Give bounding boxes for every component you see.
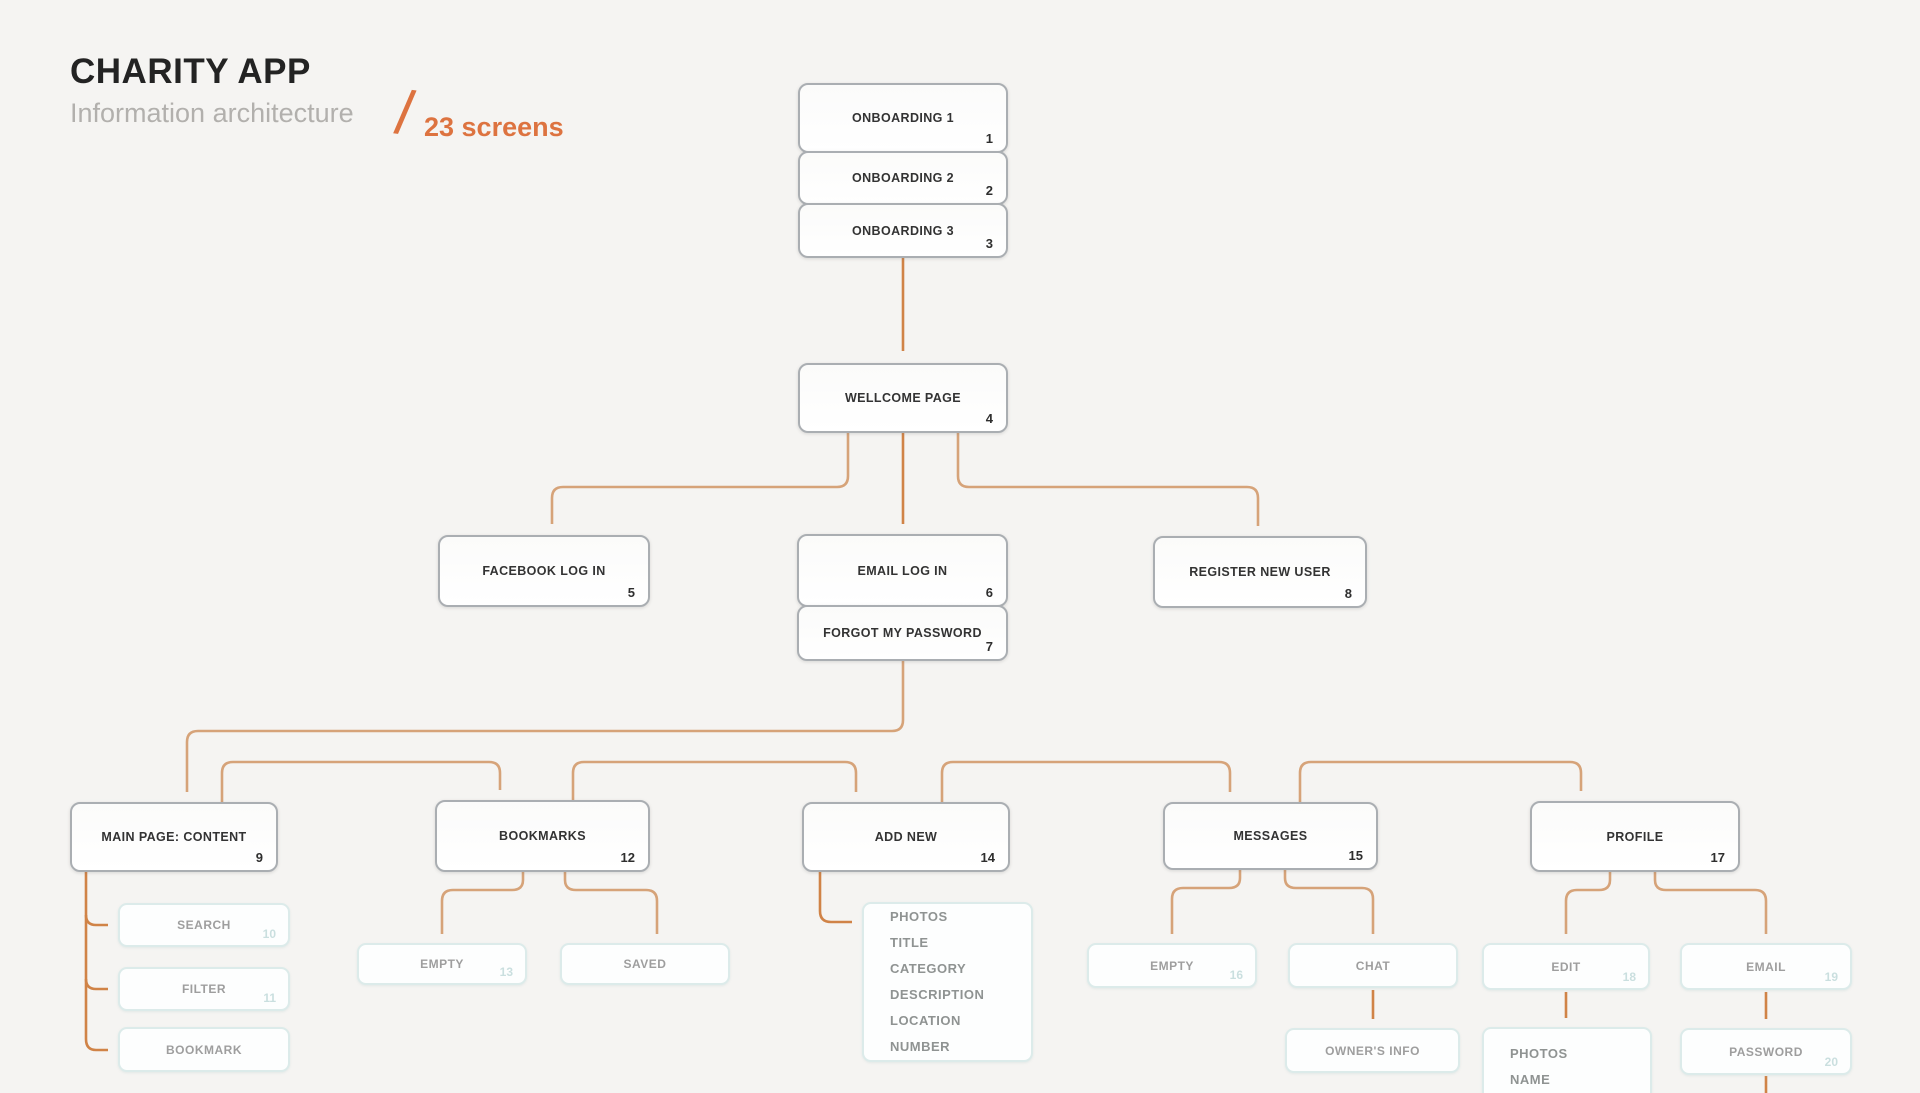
connector-mainpage-bookmarks [220,760,502,802]
node-label: ADD NEW [874,830,938,844]
node-number: 1 [985,131,993,146]
node-email: EMAIL 19 [1680,943,1852,990]
node-photos-name: PHOTOS NAME [1482,1027,1652,1093]
page-subtitle: Information architecture [70,98,354,128]
connector-addnew-fields [818,872,852,924]
node-number: 2 [985,183,993,198]
node-label: MAIN PAGE: CONTENT [101,830,247,844]
connector-mainpage-search [84,914,108,927]
node-label: CHAT [1355,958,1391,973]
node-facebook-login: FACEBOOK LOG IN 5 [438,535,650,607]
connector-messages-chat [1283,870,1375,934]
node-owners-info: OWNER'S INFO [1285,1028,1460,1073]
node-wellcome-page: WELLCOME PAGE 4 [798,363,1008,433]
node-number: 13 [499,965,513,979]
node-number: 15 [1348,848,1363,863]
connector-mainpage-bookmark-sub [84,872,108,1052]
node-label: PASSWORD [1729,1044,1803,1059]
field-item: PHOTOS [890,909,948,924]
field-item: TITLE [890,935,929,950]
node-add-new: ADD NEW 14 [802,802,1010,872]
node-number: 14 [980,850,995,865]
page-title: CHARITY APP [70,52,311,91]
field-item: NAME [1510,1072,1551,1087]
node-password: PASSWORD 20 [1680,1028,1852,1075]
field-item: NUMBER [890,1039,951,1054]
node-edit: EDIT 18 [1482,943,1650,990]
node-number: 18 [1622,970,1636,984]
node-label: BOOKMARK [166,1042,242,1057]
node-email-login: EMAIL LOG IN 6 [797,534,1008,607]
node-bookmarks: BOOKMARKS 12 [435,800,650,872]
node-number: 19 [1824,970,1838,984]
node-label: ONBOARDING 3 [851,223,955,238]
node-label: BOOKMARKS [499,829,586,843]
field-item: PHOTOS [1510,1046,1568,1061]
node-label: EDIT [1551,959,1581,974]
node-label: OWNER'S INFO [1325,1043,1420,1058]
node-onboarding-3: ONBOARDING 3 3 [798,203,1008,258]
node-onboarding-2: ONBOARDING 2 2 [798,151,1008,205]
node-messages: MESSAGES 15 [1163,802,1378,870]
node-number: 10 [262,927,276,941]
node-number: 9 [255,850,263,865]
node-bookmarks-empty: EMPTY 13 [357,943,527,985]
node-label: FORGOT MY PASSWORD [823,626,982,640]
node-label: FILTER [181,982,227,996]
connector-forgot-mainpage [185,661,905,792]
node-chat: CHAT [1288,943,1458,988]
screens-count: 23 screens [424,112,564,142]
node-bookmark: BOOKMARK [118,1027,290,1072]
node-forgot-password: FORGOT MY PASSWORD 7 [797,605,1008,661]
node-label: SAVED [623,957,667,971]
node-label: EMPTY [420,957,464,971]
connector-bookmarks-empty [440,872,525,934]
node-label: MESSAGES [1233,829,1308,843]
node-label: EMPTY [1150,958,1194,973]
connector-messages-profile [1298,760,1583,802]
node-number: 11 [263,991,276,1005]
connector-addnew-messages [940,760,1232,802]
connector-bookmarks-saved [563,872,659,934]
field-item: LOCATION [890,1013,961,1028]
node-number: 16 [1229,968,1243,982]
node-number: 17 [1710,850,1725,865]
node-label: ONBOARDING 1 [851,111,955,125]
node-number: 5 [627,585,635,600]
node-profile: PROFILE 17 [1530,801,1740,872]
node-messages-empty: EMPTY 16 [1087,943,1257,988]
node-onboarding-1: ONBOARDING 1 1 [798,83,1008,153]
node-search: SEARCH 10 [118,903,290,947]
node-number: 4 [985,411,993,426]
connector-mainpage-filter [84,978,108,991]
node-label: WELLCOME PAGE [844,391,962,405]
connector-profile-email [1653,872,1768,934]
connector-bookmarks-addnew [571,760,858,800]
node-label: SEARCH [177,918,231,932]
connector-wellcome-facebook [550,433,850,524]
node-number: 3 [985,236,993,251]
node-number: 7 [985,639,993,654]
connector-wellcome-register [956,433,1260,526]
node-register-new-user: REGISTER NEW USER 8 [1153,536,1367,608]
node-number: 12 [620,850,635,865]
node-label: FACEBOOK LOG IN [482,564,606,578]
field-item: CATEGORY [890,961,967,976]
node-number: 20 [1824,1055,1838,1069]
node-label: EMAIL LOG IN [857,563,948,578]
field-item: DESCRIPTION [890,987,985,1002]
node-add-new-fields: PHOTOS TITLE CATEGORY DESCRIPTION LOCATI… [862,902,1033,1062]
node-label: PROFILE [1606,829,1664,844]
node-label: EMAIL [1746,959,1786,974]
node-label: REGISTER NEW USER [1189,565,1331,579]
node-number: 6 [985,585,993,600]
node-label: ONBOARDING 2 [851,171,955,185]
node-main-page-content: MAIN PAGE: CONTENT 9 [70,802,278,872]
node-saved: SAVED [560,943,730,985]
node-filter: FILTER 11 [118,967,290,1011]
connector-messages-empty [1170,870,1242,934]
connector-profile-edit [1564,872,1612,934]
node-number: 8 [1344,586,1352,601]
